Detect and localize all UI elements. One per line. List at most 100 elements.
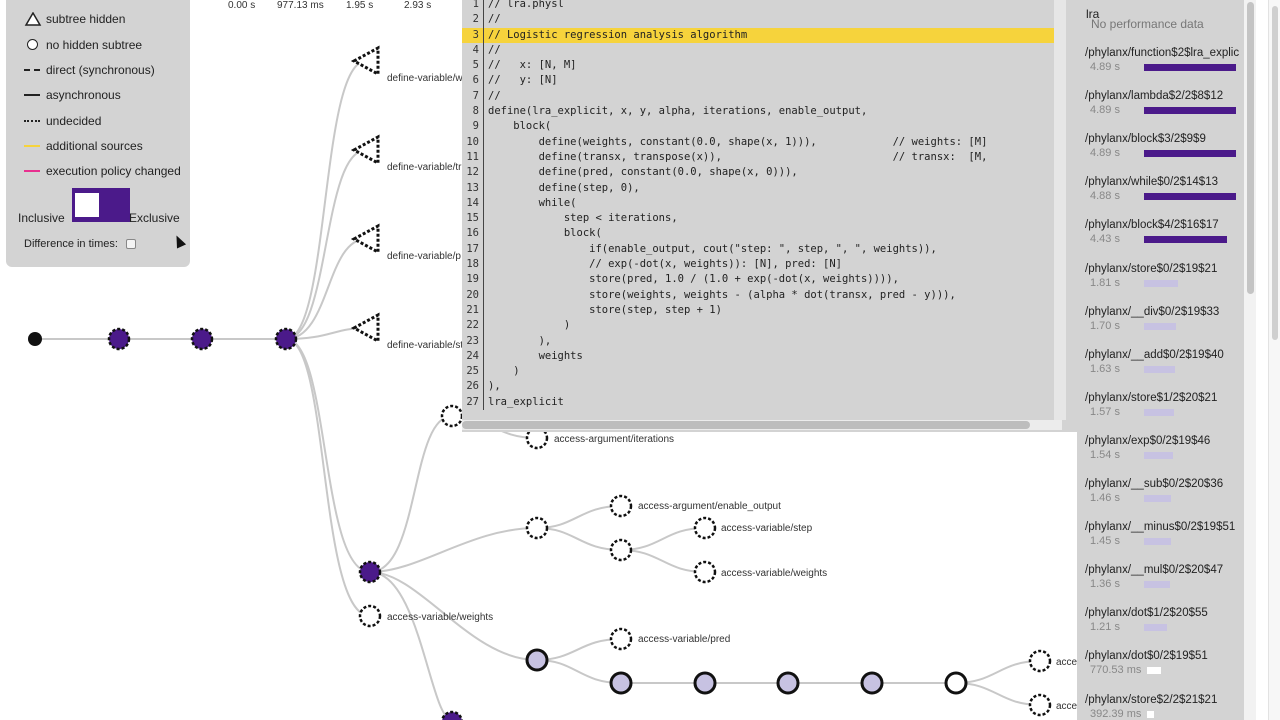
node-label: acce xyxy=(1056,657,1078,668)
line-number: 3 xyxy=(462,27,484,43)
tree-node[interactable] xyxy=(358,560,382,584)
code-text: // exp(-dot(x, weights)): [N], pred: [N] xyxy=(488,258,843,271)
code-line: 1// lra.physl xyxy=(462,0,1062,13)
tree-node[interactable] xyxy=(693,671,717,695)
code-vertical-scrollbar[interactable] xyxy=(1054,0,1066,420)
perf-item-time: 4.88 s xyxy=(1090,190,1120,203)
node-label: access-variable/weights xyxy=(721,568,827,579)
tree-node[interactable] xyxy=(1028,649,1052,673)
legend-item: undecided xyxy=(24,112,101,130)
hidden-subtree-node[interactable] xyxy=(350,134,380,166)
tree-node[interactable] xyxy=(609,671,633,695)
performance-panel: lra No performance data /phylanx/functio… xyxy=(1077,0,1244,720)
hidden-subtree-node[interactable] xyxy=(350,45,380,77)
perf-item-name: /phylanx/block$3/2$9$9 xyxy=(1085,133,1206,146)
tree-node[interactable] xyxy=(440,710,464,720)
hidden-subtree-node[interactable] xyxy=(350,223,380,255)
code-line: 17 if(enable_output, cout("step: ", step… xyxy=(462,241,1062,258)
hidden-subtree-node[interactable] xyxy=(350,312,380,344)
difference-checkbox[interactable] xyxy=(125,239,136,249)
legend-label: direct (synchronous) xyxy=(46,63,155,77)
perf-item-bar xyxy=(1144,538,1172,546)
tree-node[interactable] xyxy=(440,404,464,428)
code-line: 24 weights xyxy=(462,348,1062,365)
line-number: 6 xyxy=(462,73,484,89)
tree-node[interactable] xyxy=(525,516,549,540)
inclusive-exclusive-switch[interactable] xyxy=(72,188,130,222)
line-number: 13 xyxy=(462,180,484,196)
scrollbar-thumb[interactable] xyxy=(1247,2,1254,294)
tree-node[interactable] xyxy=(609,494,633,518)
perf-item-time: 1.57 s xyxy=(1090,405,1120,418)
tree-node[interactable] xyxy=(525,648,549,672)
perf-item-time: 4.89 s xyxy=(1090,104,1120,117)
scrollbar-thumb[interactable] xyxy=(462,421,1030,429)
code-line: 21 store(step, step + 1) xyxy=(462,302,1062,319)
line-number: 12 xyxy=(462,165,484,181)
tree-node[interactable] xyxy=(274,327,298,351)
line-number: 26 xyxy=(462,379,484,395)
code-text: block( xyxy=(488,120,552,133)
perf-item-name: /phylanx/store$1/2$20$21 xyxy=(1085,391,1218,404)
tree-node[interactable] xyxy=(190,327,214,351)
node-label: access-variable/weights xyxy=(387,612,493,623)
perf-scrollbar[interactable] xyxy=(1244,0,1256,720)
tree-node[interactable] xyxy=(609,627,633,651)
perf-title: lra xyxy=(1086,7,1100,21)
tree-node[interactable] xyxy=(693,516,717,540)
code-text: define(lra_explicit, x, y, alpha, iterat… xyxy=(488,105,868,118)
node-label: define-variable/w xyxy=(387,73,463,84)
tree-node[interactable] xyxy=(1028,693,1052,717)
solid-line-icon xyxy=(24,88,42,102)
triangle-outline-icon xyxy=(24,11,42,26)
tree-node[interactable] xyxy=(107,327,131,351)
code-text: // xyxy=(488,43,501,56)
perf-item-time: 392.39 ms xyxy=(1090,707,1142,720)
tree-node[interactable] xyxy=(776,671,800,695)
scrollbar-thumb[interactable] xyxy=(1272,6,1278,340)
line-number: 4 xyxy=(462,42,484,59)
line-number: 21 xyxy=(462,302,484,319)
tree-node[interactable] xyxy=(693,560,717,584)
code-text: block( xyxy=(488,227,602,240)
perf-item-time: 1.46 s xyxy=(1090,492,1120,504)
root-node[interactable] xyxy=(28,332,42,346)
perf-item-bar xyxy=(1144,451,1173,459)
perf-item-bar xyxy=(1147,710,1155,718)
tree-node[interactable] xyxy=(860,671,884,695)
code-line: 9 block( xyxy=(462,119,1062,135)
legend-label: additional sources xyxy=(46,139,143,153)
node-label: define-variable/tr xyxy=(387,162,462,173)
tree-node[interactable] xyxy=(609,538,633,562)
code-line: 10 define(weights, constant(0.0, shape(x… xyxy=(462,134,1062,150)
code-line: 19 store(pred, 1.0 / (1.0 + exp(-dot(x, … xyxy=(462,272,1062,288)
tree-node[interactable] xyxy=(944,671,968,695)
code-text: ) xyxy=(488,319,571,332)
line-number: 17 xyxy=(462,241,484,258)
perf-item-time: 1.81 s xyxy=(1090,276,1120,289)
pink-line-icon xyxy=(24,164,42,178)
perf-item-name: /phylanx/__div$0/2$19$33 xyxy=(1085,305,1220,318)
code-line: 12 define(pred, constant(0.0, shape(x, 0… xyxy=(462,165,1062,181)
code-horizontal-scrollbar[interactable] xyxy=(462,420,1062,430)
page-scrollbar[interactable] xyxy=(1268,0,1280,720)
tree-node[interactable] xyxy=(358,604,382,628)
